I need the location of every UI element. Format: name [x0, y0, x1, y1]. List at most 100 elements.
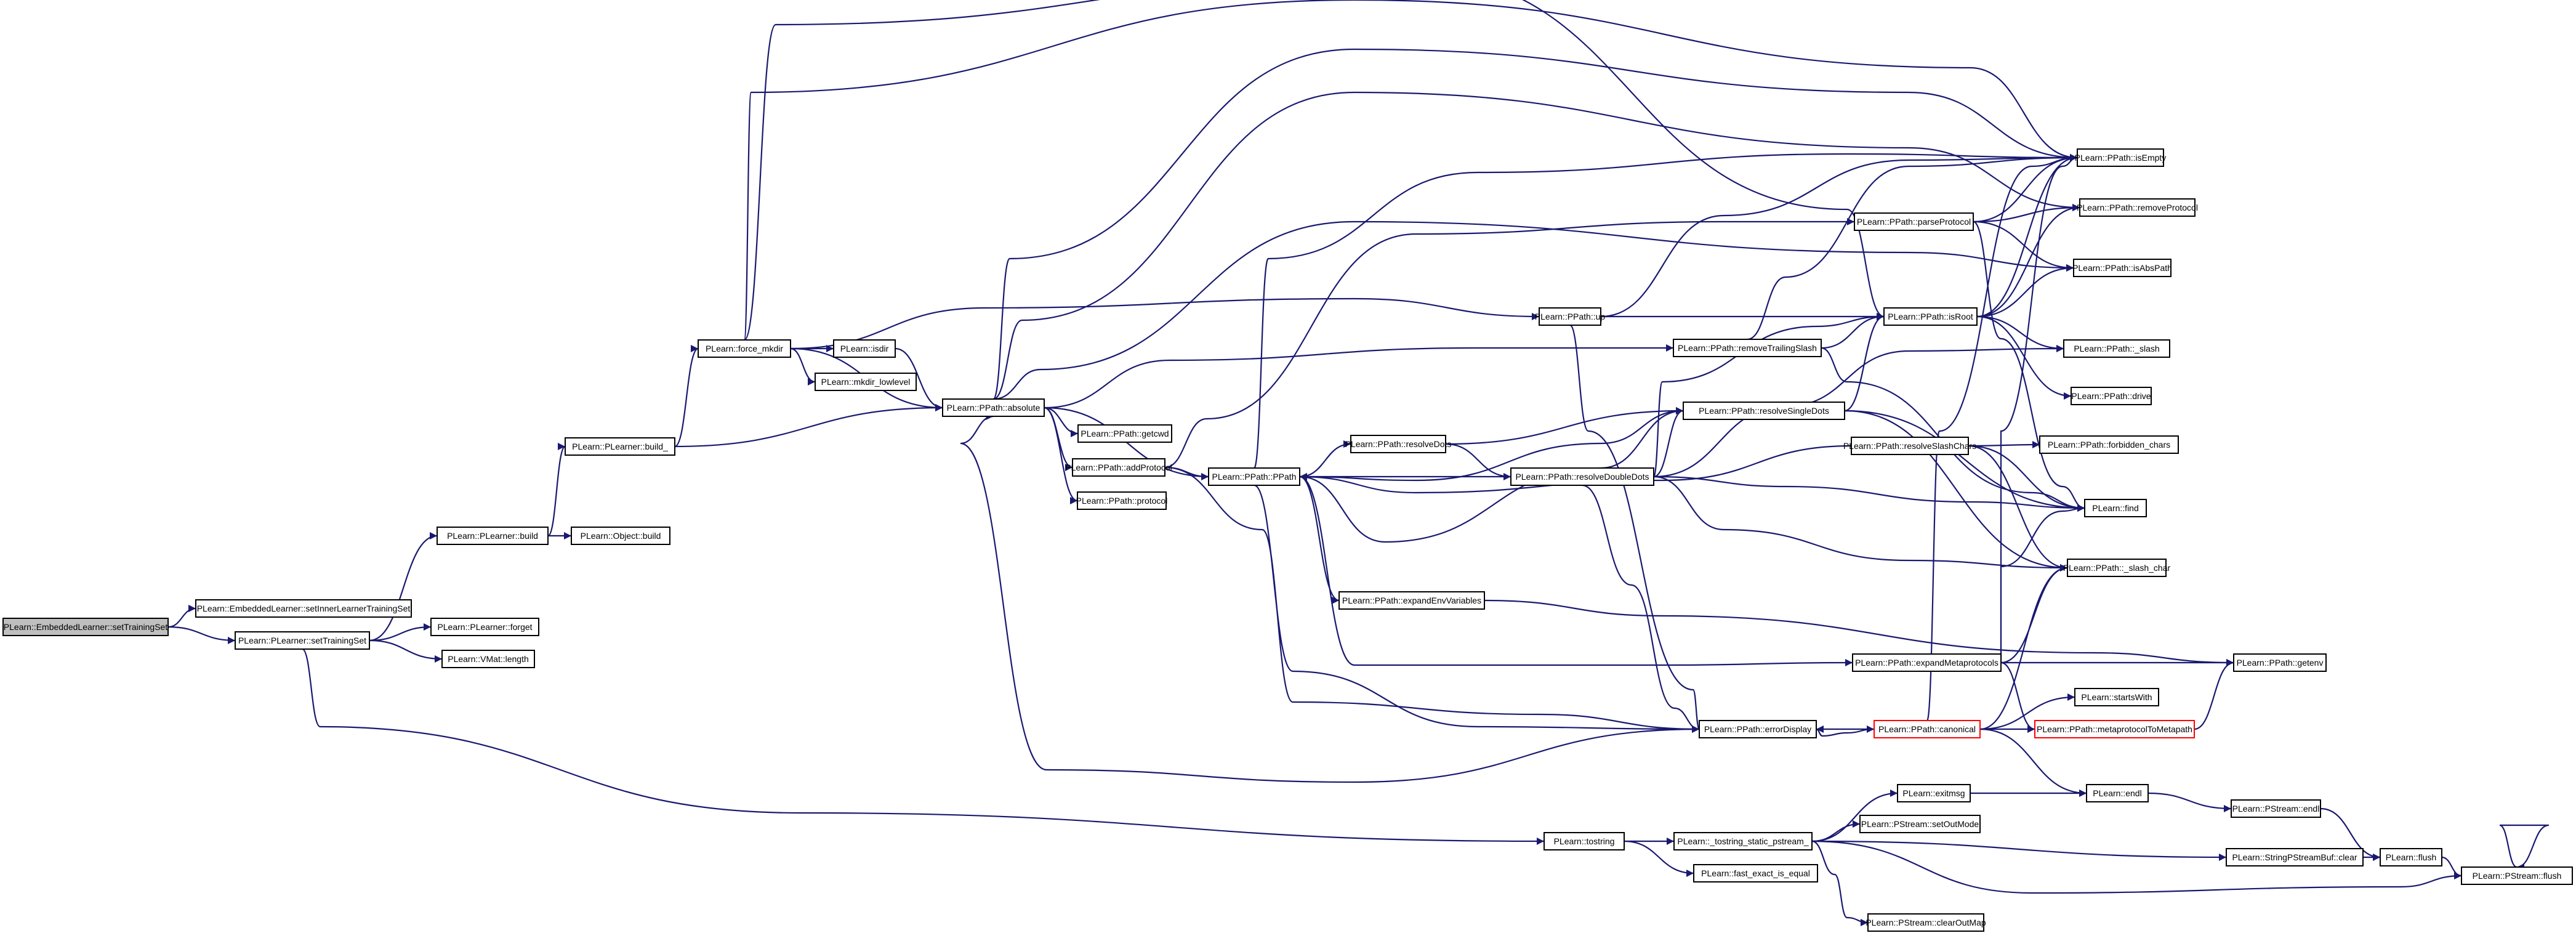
node-n44[interactable]: PLearn::fast_exact_is_equal	[1693, 864, 1818, 883]
node-box	[1350, 435, 1446, 453]
node-n32[interactable]: PLearn::PPath::removeProtocol	[2077, 198, 2198, 217]
node-label: PLearn::force_mkdir	[706, 344, 783, 353]
edge-n22-n37	[1973, 220, 2085, 512]
call-nodes: PLearn::EmbeddedLearner::setTrainingSetP…	[2, 148, 2573, 932]
node-n39[interactable]: PLearn::PPath::getenv	[2233, 653, 2327, 672]
node-n45[interactable]: PLearn::PStream::clearOutMap	[1866, 913, 1986, 932]
node-label: PLearn::find	[2092, 503, 2139, 513]
node-label: PLearn::PPath::isRoot	[1888, 312, 1973, 321]
node-n25[interactable]: PLearn::PPath::resolveSlashChars	[1843, 437, 1976, 455]
node-label: PLearn::endl	[2093, 788, 2141, 798]
edge-n17-n19	[1445, 443, 1511, 480]
edge-n25-n38	[1968, 445, 2068, 572]
node-n43[interactable]: PLearn::PStream::setOutMode	[1859, 815, 1981, 833]
node-box	[1072, 458, 1165, 477]
node-n16[interactable]: PLearn::PPath::PPath	[1208, 467, 1300, 486]
node-n27[interactable]: PLearn::PPath::errorDisplay	[1699, 720, 1817, 738]
node-n49[interactable]: PLearn::PStream::flush	[2461, 866, 2573, 885]
edge-n20-n31	[1600, 154, 2078, 318]
node-label: PLearn::PPath::PPath	[1212, 472, 1297, 482]
edge-n12-n15	[1044, 406, 1078, 504]
node-n21[interactable]: PLearn::PPath::removeTrailingSlash	[1673, 339, 1822, 357]
node-n47[interactable]: PLearn::StringPStreamBuf::clear	[2226, 848, 2364, 866]
edge-n14-n22	[1164, 218, 1854, 469]
node-label: PLearn::PStream::setOutMode	[1861, 819, 1979, 829]
node-n23[interactable]: PLearn::PPath::isRoot	[1883, 307, 1978, 326]
node-n15[interactable]: PLearn::PPath::protocol	[1076, 491, 1168, 510]
node-n36[interactable]: PLearn::PPath::forbidden_chars	[2039, 435, 2179, 454]
node-n24[interactable]: PLearn::PPath::resolveSingleDots	[1683, 402, 1845, 420]
node-n22[interactable]: PLearn::PPath::parseProtocol	[1854, 212, 1974, 231]
node-n11[interactable]: PLearn::mkdir_lowlevel	[815, 373, 917, 391]
node-box	[2084, 499, 2147, 517]
node-label: PLearn::tostring	[1554, 836, 1615, 846]
edge-n2-n6	[302, 648, 1545, 845]
edge-n42-n43	[1811, 820, 1861, 842]
node-n20[interactable]: PLearn::PPath::up	[1535, 307, 1606, 326]
edge-n23-n34	[1976, 315, 2064, 352]
edge-n19-n38	[1653, 475, 2068, 572]
edge-n27-n12	[960, 413, 1700, 783]
node-label: PLearn::PLearner::build	[447, 531, 538, 541]
node-label: PLearn::PPath::expandMetaprotocols	[1855, 658, 1998, 668]
edge-n42-n47	[1811, 840, 2227, 861]
node-n48[interactable]: PLearn::flush	[2380, 848, 2442, 866]
node-n37[interactable]: PLearn::find	[2084, 499, 2147, 517]
edge-n42-n49	[1811, 840, 2462, 894]
node-n5[interactable]: PLearn::VMat::length	[441, 650, 535, 668]
node-n40[interactable]: PLearn::exitmsg	[1897, 784, 1971, 802]
node-n10[interactable]: PLearn::isdir	[833, 339, 896, 358]
node-box	[1208, 467, 1300, 486]
node-n4[interactable]: PLearn::PLearner::forget	[430, 618, 539, 636]
node-label: PLearn::PPath::canonical	[1878, 724, 1976, 734]
node-n33[interactable]: PLearn::PPath::isAbsPath	[2072, 259, 2172, 277]
node-box	[571, 527, 670, 545]
edge-n48-n49	[2441, 856, 2462, 879]
node-n31[interactable]: PLearn::PPath::isEmpty	[2075, 148, 2167, 167]
node-n17[interactable]: PLearn::PPath::resolveDots	[1345, 435, 1452, 453]
node-n38[interactable]: PLearn::PPath::_slash_char	[2063, 559, 2171, 577]
node-box	[2226, 848, 2364, 866]
node-n29[interactable]: PLearn::PPath::metaprotocolToMetapath	[2034, 720, 2195, 738]
node-box	[1854, 212, 1974, 231]
node-n3[interactable]: PLearn::PLearner::build	[437, 527, 549, 545]
node-n12[interactable]: PLearn::PPath::absolute	[942, 398, 1045, 417]
node-n18[interactable]: PLearn::PPath::expandEnvVariables	[1338, 591, 1485, 610]
edge-n24-n16	[1299, 410, 1684, 482]
node-label: PLearn::EmbeddedLearner::setInnerLearner…	[197, 604, 411, 613]
edge-n9-n31	[743, 0, 2078, 341]
node-n13[interactable]: PLearn::PPath::getcwd	[1077, 424, 1172, 443]
node-n8[interactable]: PLearn::Object::build	[571, 527, 670, 545]
edge-n16-n26	[1299, 475, 1853, 667]
node-n30[interactable]: PLearn::startsWith	[2074, 688, 2159, 706]
node-box	[1693, 864, 1818, 883]
node-n14[interactable]: PLearn::PPath::addProtocol	[1065, 458, 1172, 477]
edge-n3-n7	[547, 443, 566, 537]
node-n1[interactable]: PLearn::EmbeddedLearner::setInnerLearner…	[195, 599, 412, 618]
node-n9[interactable]: PLearn::force_mkdir	[698, 339, 791, 358]
node-label: PLearn::PPath::resolveSlashChars	[1843, 441, 1976, 451]
node-n26[interactable]: PLearn::PPath::expandMetaprotocols	[1852, 653, 2002, 672]
node-n34[interactable]: PLearn::PPath::_slash	[2063, 339, 2170, 358]
node-box	[698, 339, 791, 358]
node-n42[interactable]: PLearn::_tostring_static_pstream_	[1673, 832, 1813, 850]
node-n41[interactable]: PLearn::endl	[2086, 784, 2149, 802]
node-box	[2074, 688, 2159, 706]
edge-n18-n39	[1484, 599, 2234, 666]
edge-n28-n41	[1979, 728, 2087, 797]
edge-n9-n11	[790, 347, 816, 386]
edge-n22-n33	[1973, 220, 2074, 272]
node-n6[interactable]: PLearn::tostring	[1544, 832, 1625, 850]
node-label: PLearn::PPath::metaprotocolToMetapath	[2037, 724, 2192, 734]
node-n35[interactable]: PLearn::PPath::drive	[2071, 387, 2152, 405]
node-n7[interactable]: PLearn::PLearner::build_	[565, 437, 675, 456]
node-box	[1673, 339, 1822, 357]
edge-n16-n18	[1299, 475, 1340, 604]
edge-n2-n5	[369, 639, 443, 663]
node-n0[interactable]: PLearn::EmbeddedLearner::setTrainingSet	[2, 618, 169, 636]
node-n28[interactable]: PLearn::PPath::canonical	[1874, 720, 1981, 738]
node-n46[interactable]: PLearn::PStream::endl	[2231, 799, 2321, 818]
node-n19[interactable]: PLearn::PPath::resolveDoubleDots	[1510, 467, 1654, 486]
node-label: PLearn::PPath::up	[1535, 312, 1606, 321]
node-n2[interactable]: PLearn::PLearner::setTrainingSet	[235, 631, 370, 650]
